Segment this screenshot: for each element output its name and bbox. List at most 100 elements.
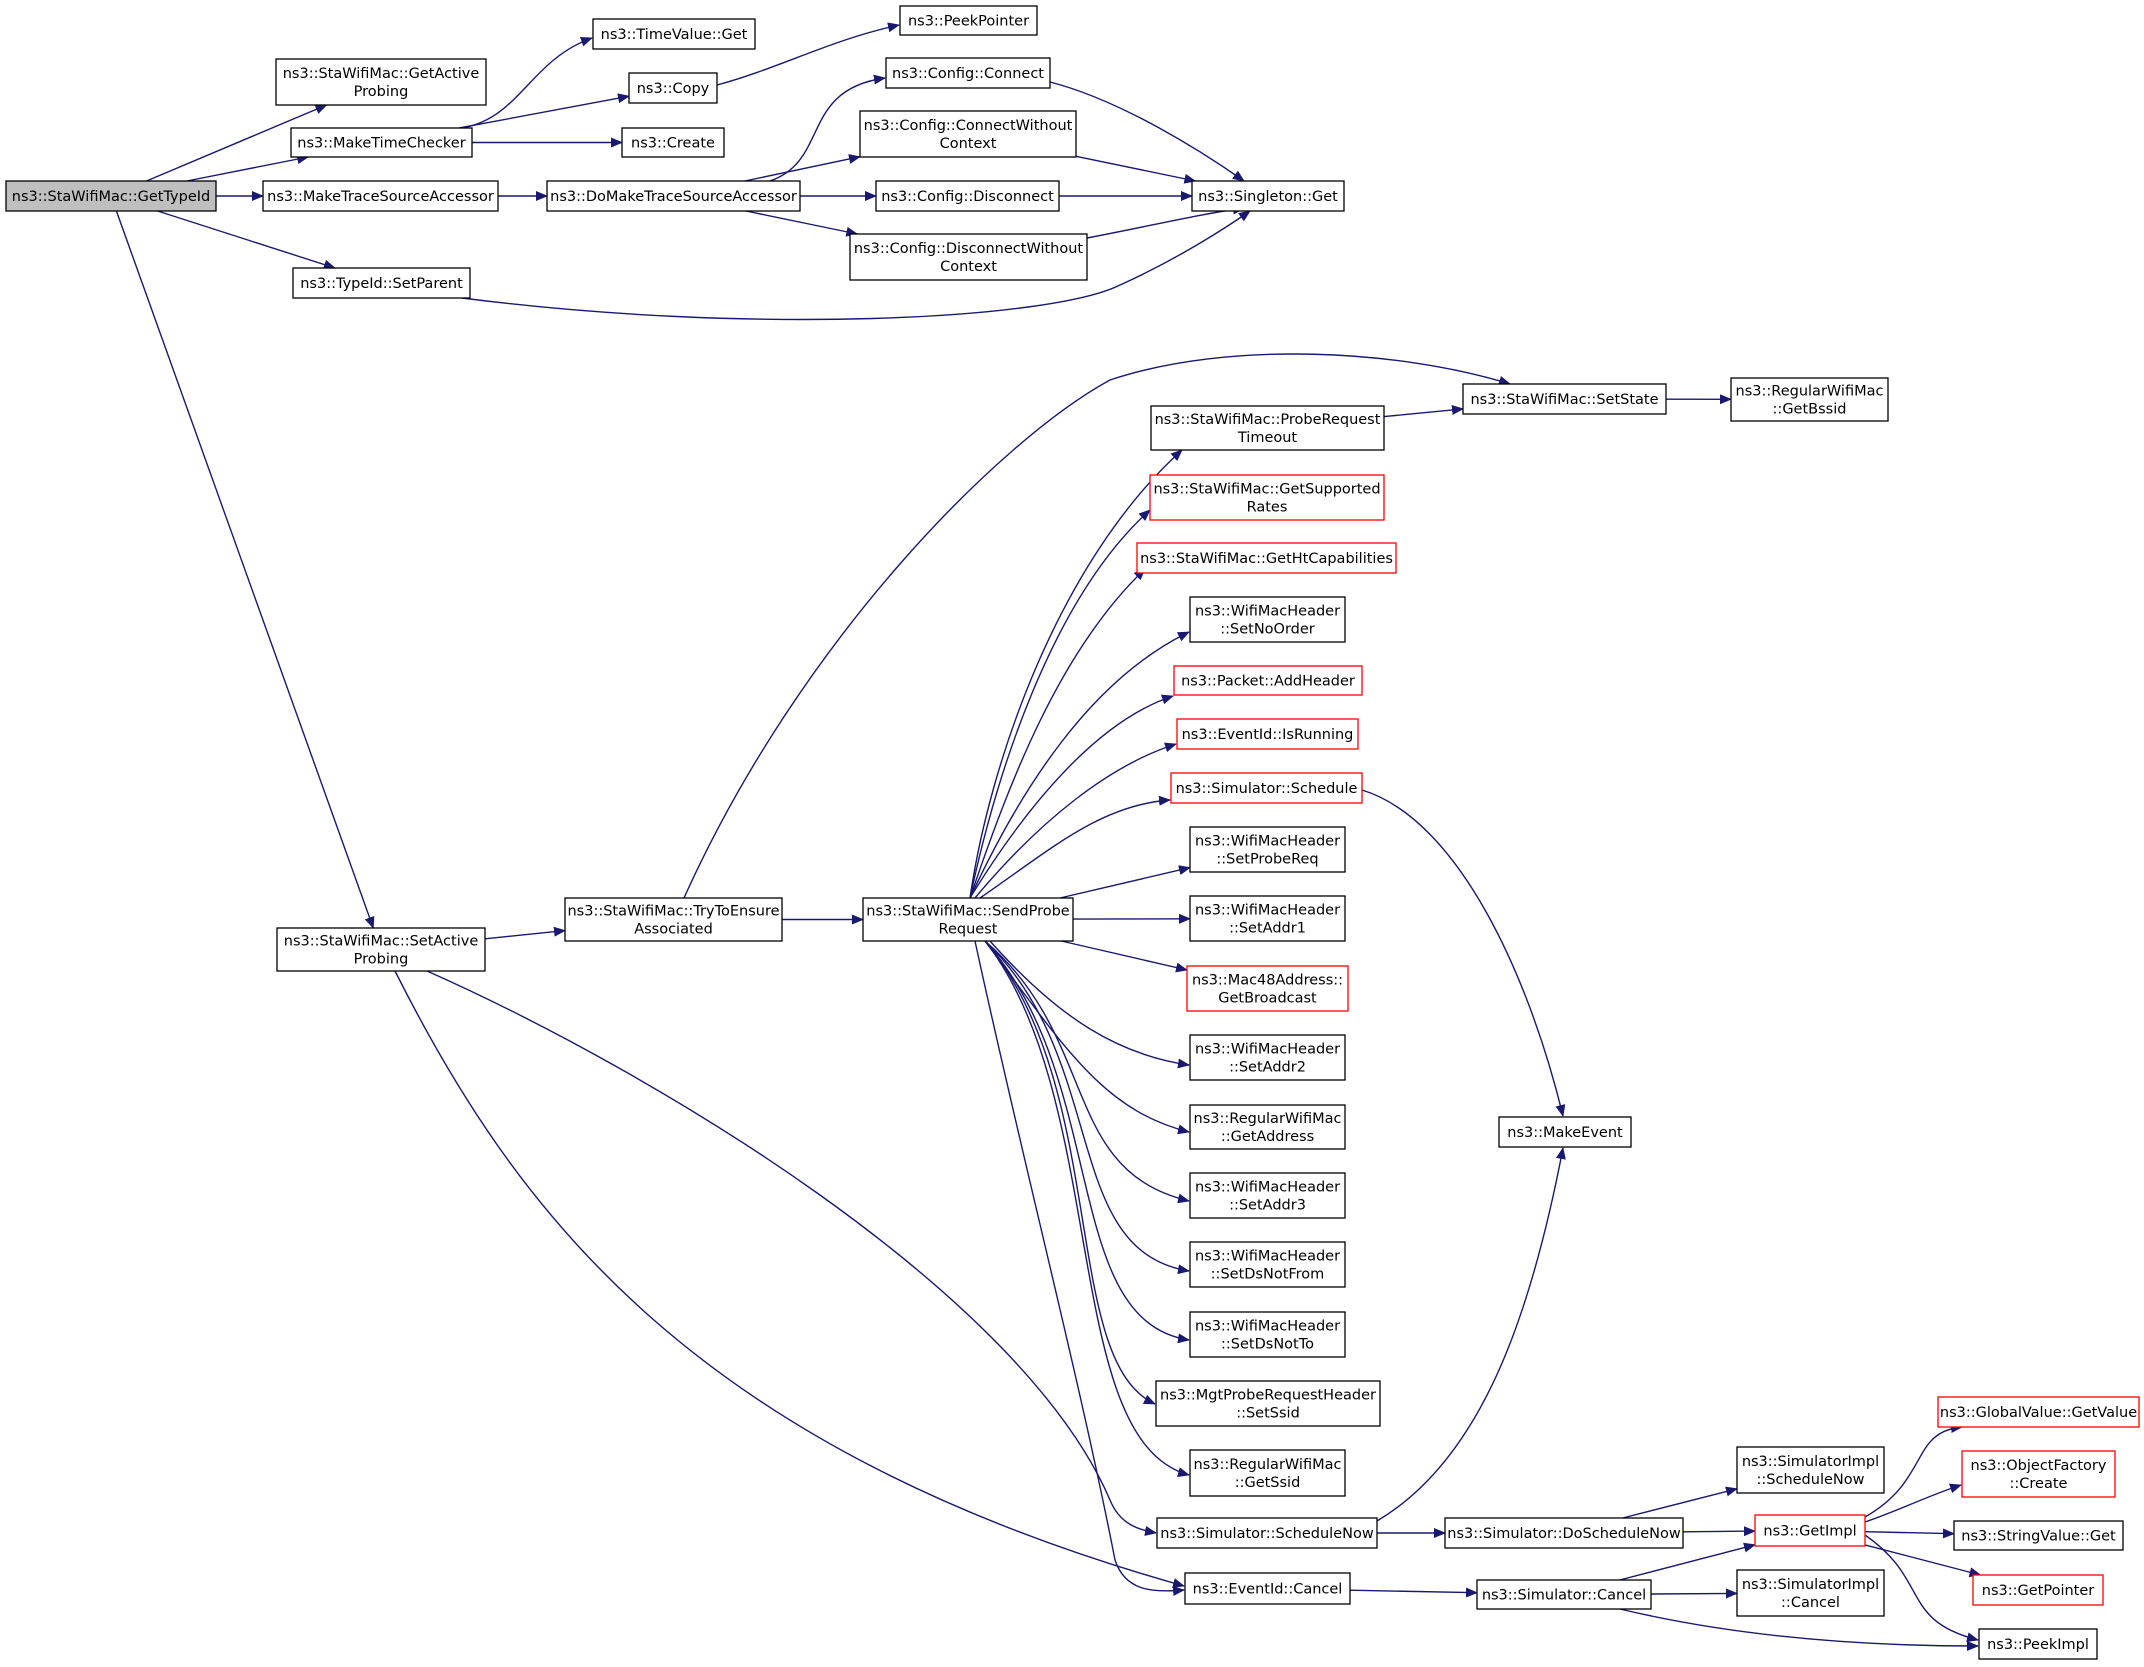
node-setSsid[interactable]: ns3::MgtProbeRequestHeader::SetSsid xyxy=(1155,1380,1381,1427)
node-setAddr3[interactable]: ns3::WifiMacHeader::SetAddr3 xyxy=(1189,1172,1346,1219)
nodes-layer: ns3::StaWifiMac::GetTypeIdns3::StaWifiMa… xyxy=(5,5,2140,1660)
node-makeEvent[interactable]: ns3::MakeEvent xyxy=(1498,1116,1632,1148)
node-box xyxy=(628,72,718,104)
node-configDisconnect[interactable]: ns3::Config::Disconnect xyxy=(875,180,1060,212)
node-label: ::SetAddr2 xyxy=(1229,1060,1306,1076)
node-label: ns3::Config::Connect xyxy=(892,66,1044,82)
edge-makeTimeChecker-to-timeValueGet xyxy=(461,36,593,129)
node-label: ns3::PeekImpl xyxy=(1987,1637,2089,1653)
node-getImpl[interactable]: ns3::GetImpl xyxy=(1754,1514,1866,1547)
node-globalGetValue[interactable]: ns3::GlobalValue::GetValue xyxy=(1937,1396,2140,1428)
edge-arrow xyxy=(1619,1542,1756,1581)
node-setProbeReq[interactable]: ns3::WifiMacHeader::SetProbeReq xyxy=(1189,826,1346,873)
node-label: Context xyxy=(940,136,997,152)
node-label: ns3::RegularWifiMac xyxy=(1194,1457,1342,1473)
node-addHeader[interactable]: ns3::Packet::AddHeader xyxy=(1173,665,1363,696)
node-setNoOrder[interactable]: ns3::WifiMacHeader::SetNoOrder xyxy=(1189,596,1346,643)
edge-sendProbe-to-getBroadcast xyxy=(1061,940,1188,973)
node-setDsNotFrom[interactable]: ns3::WifiMacHeader::SetDsNotFrom xyxy=(1189,1241,1346,1288)
node-setDsNotTo[interactable]: ns3::WifiMacHeader::SetDsNotTo xyxy=(1189,1311,1346,1358)
edge-arrow xyxy=(1650,1588,1738,1599)
edge-arrow xyxy=(461,36,593,129)
node-label: ns3::Config::ConnectWithout xyxy=(864,118,1073,134)
node-label: ::SetNoOrder xyxy=(1220,622,1315,638)
node-setAddr1[interactable]: ns3::WifiMacHeader::SetAddr1 xyxy=(1189,895,1346,942)
node-label: ns3::Simulator::Cancel xyxy=(1482,1588,1646,1604)
node-stringValueGet[interactable]: ns3::StringValue::Get xyxy=(1953,1520,2124,1551)
node-peekImpl[interactable]: ns3::PeekImpl xyxy=(1978,1628,2098,1660)
edge-arrow xyxy=(969,509,1151,899)
node-box xyxy=(276,927,486,972)
node-label: ::SetDsNotTo xyxy=(1221,1337,1314,1353)
node-box xyxy=(1191,180,1345,212)
node-schedule[interactable]: ns3::Simulator::Schedule xyxy=(1170,772,1363,804)
node-root[interactable]: ns3::StaWifiMac::GetTypeId xyxy=(5,180,217,212)
node-implScheduleNow[interactable]: ns3::SimulatorImpl::ScheduleNow xyxy=(1736,1446,1885,1494)
edge-arrow xyxy=(974,940,1185,1596)
node-implCancel[interactable]: ns3::SimulatorImpl::Cancel xyxy=(1736,1569,1885,1617)
node-getBroadcast[interactable]: ns3::Mac48Address::GetBroadcast xyxy=(1186,965,1349,1012)
edge-setActiveProbing-to-eventCancel xyxy=(394,970,1185,1588)
node-label: ns3::EventId::Cancel xyxy=(1193,1582,1343,1598)
edge-configConnectWC-to-singletonGet xyxy=(1075,155,1197,184)
edge-doMakeTSA-to-configDisconnectWC xyxy=(745,210,859,237)
node-peekPointer[interactable]: ns3::PeekPointer xyxy=(899,5,1038,36)
node-getPointer[interactable]: ns3::GetPointer xyxy=(1972,1574,2104,1606)
edge-arrow xyxy=(1361,789,1566,1117)
node-box xyxy=(1186,965,1349,1012)
node-label: ns3::StringValue::Get xyxy=(1961,1529,2116,1545)
node-objFactoryCreate[interactable]: ns3::ObjectFactory::Create xyxy=(1961,1450,2116,1498)
node-label: ns3::GetImpl xyxy=(1763,1524,1856,1540)
node-box xyxy=(1149,474,1385,521)
node-label: ns3::MgtProbeRequestHeader xyxy=(1160,1388,1376,1404)
node-setAddr2[interactable]: ns3::WifiMacHeader::SetAddr2 xyxy=(1189,1034,1346,1081)
node-doMakeTSA[interactable]: ns3::DoMakeTraceSourceAccessor xyxy=(546,180,801,212)
node-label: ns3::StaWifiMac::TryToEnsure xyxy=(567,904,779,920)
edge-arrow xyxy=(1061,940,1188,973)
node-create[interactable]: ns3::Create xyxy=(621,127,725,158)
edge-arrow xyxy=(984,940,1190,1135)
edge-tryToEnsure-to-setState xyxy=(683,353,1511,899)
node-label: Rates xyxy=(1247,500,1288,516)
node-label: ns3::RegularWifiMac xyxy=(1736,384,1884,400)
node-box xyxy=(899,5,1038,36)
node-box xyxy=(1189,1172,1346,1219)
node-label: Request xyxy=(939,922,998,938)
node-label: ns3::StaWifiMac::SetActive xyxy=(284,934,479,950)
node-box xyxy=(1736,1446,1885,1494)
edge-schedule-to-makeEvent xyxy=(1361,789,1566,1117)
node-label: ns3::Config::Disconnect xyxy=(881,189,1054,205)
node-timeValueGet[interactable]: ns3::TimeValue::Get xyxy=(592,18,756,50)
node-setParent[interactable]: ns3::TypeId::SetParent xyxy=(292,267,471,299)
node-getAddress[interactable]: ns3::RegularWifiMac::GetAddress xyxy=(1189,1104,1346,1150)
node-getBssid[interactable]: ns3::RegularWifiMac::GetBssid xyxy=(1730,377,1889,422)
node-setState[interactable]: ns3::StaWifiMac::SetState xyxy=(1462,383,1667,415)
edge-arrow xyxy=(461,210,1251,321)
node-copy[interactable]: ns3::Copy xyxy=(628,72,718,104)
node-makeTimeChecker[interactable]: ns3::MakeTimeChecker xyxy=(290,127,473,158)
node-getHtCap[interactable]: ns3::StaWifiMac::GetHtCapabilities xyxy=(1136,542,1397,574)
node-eventCancel[interactable]: ns3::EventId::Cancel xyxy=(1184,1572,1351,1605)
node-label: ns3::GetPointer xyxy=(1982,1583,2095,1599)
node-makeTraceSourceAccessor[interactable]: ns3::MakeTraceSourceAccessor xyxy=(262,180,499,212)
node-scheduleNow[interactable]: ns3::Simulator::ScheduleNow xyxy=(1156,1517,1378,1549)
node-getSsid[interactable]: ns3::RegularWifiMac::GetSsid xyxy=(1189,1449,1346,1497)
node-doScheduleNow[interactable]: ns3::Simulator::DoScheduleNow xyxy=(1444,1517,1684,1549)
node-simCancel[interactable]: ns3::Simulator::Cancel xyxy=(1476,1579,1652,1610)
node-box xyxy=(1189,1241,1346,1288)
edge-arrow xyxy=(1049,81,1245,182)
node-configConnect[interactable]: ns3::Config::Connect xyxy=(885,57,1051,89)
node-singletonGet[interactable]: ns3::Singleton::Get xyxy=(1191,180,1345,212)
node-label: ns3::StaWifiMac::SendProbe xyxy=(866,904,1070,920)
node-isRunning[interactable]: ns3::EventId::IsRunning xyxy=(1176,718,1359,750)
edge-arrow xyxy=(969,694,1174,899)
node-label: ns3::MakeTimeChecker xyxy=(297,136,465,152)
